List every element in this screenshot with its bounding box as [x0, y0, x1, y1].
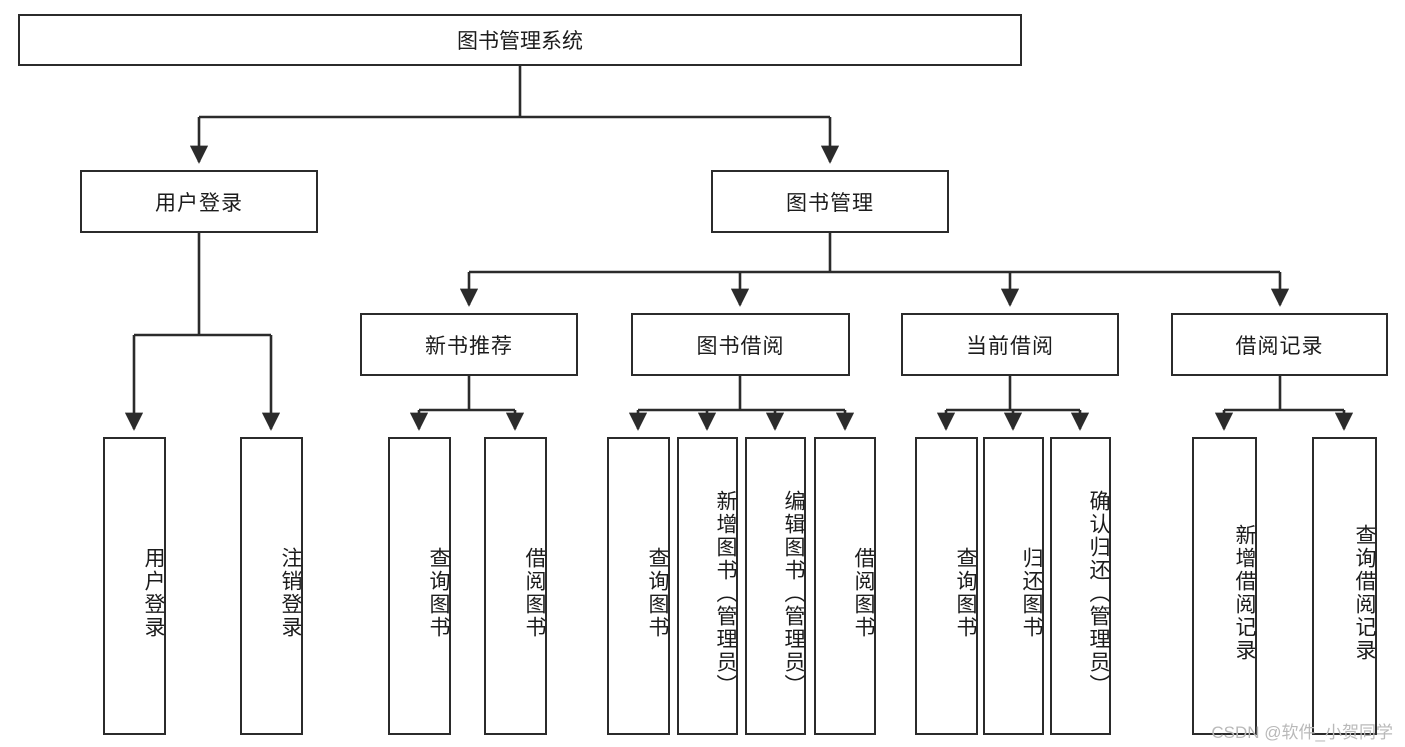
node-book-management[interactable]: 图书管理 — [711, 170, 949, 233]
leaf-current-borrow-return[interactable]: 归还图书 — [983, 437, 1044, 735]
leaf-book-borrow-edit[interactable]: 编辑图书（管理员） — [745, 437, 806, 735]
leaf-book-borrow-add[interactable]: 新增图书（管理员） — [677, 437, 738, 735]
leaf-current-borrow-confirm[interactable]: 确认归还（管理员） — [1050, 437, 1111, 735]
leaf-borrow-record-add[interactable]: 新增借阅记录 — [1192, 437, 1257, 735]
node-new-book-recommend[interactable]: 新书推荐 — [360, 313, 578, 376]
node-book-borrow[interactable]: 图书借阅 — [631, 313, 850, 376]
leaf-new-book-query[interactable]: 查询图书 — [388, 437, 451, 735]
leaf-new-book-borrow[interactable]: 借阅图书 — [484, 437, 547, 735]
leaf-book-borrow-query[interactable]: 查询图书 — [607, 437, 670, 735]
watermark-text: CSDN @软件_小贺同学 — [1211, 723, 1393, 742]
leaf-current-borrow-query[interactable]: 查询图书 — [915, 437, 978, 735]
leaf-book-borrow-lend[interactable]: 借阅图书 — [814, 437, 876, 735]
node-borrow-record[interactable]: 借阅记录 — [1171, 313, 1388, 376]
node-current-borrow[interactable]: 当前借阅 — [901, 313, 1119, 376]
leaf-user-login-signout[interactable]: 注销登录 — [240, 437, 303, 735]
node-root[interactable]: 图书管理系统 — [18, 14, 1022, 66]
leaf-borrow-record-query[interactable]: 查询借阅记录 — [1312, 437, 1377, 735]
leaf-user-login-signin[interactable]: 用户登录 — [103, 437, 166, 735]
node-user-login[interactable]: 用户登录 — [80, 170, 318, 233]
